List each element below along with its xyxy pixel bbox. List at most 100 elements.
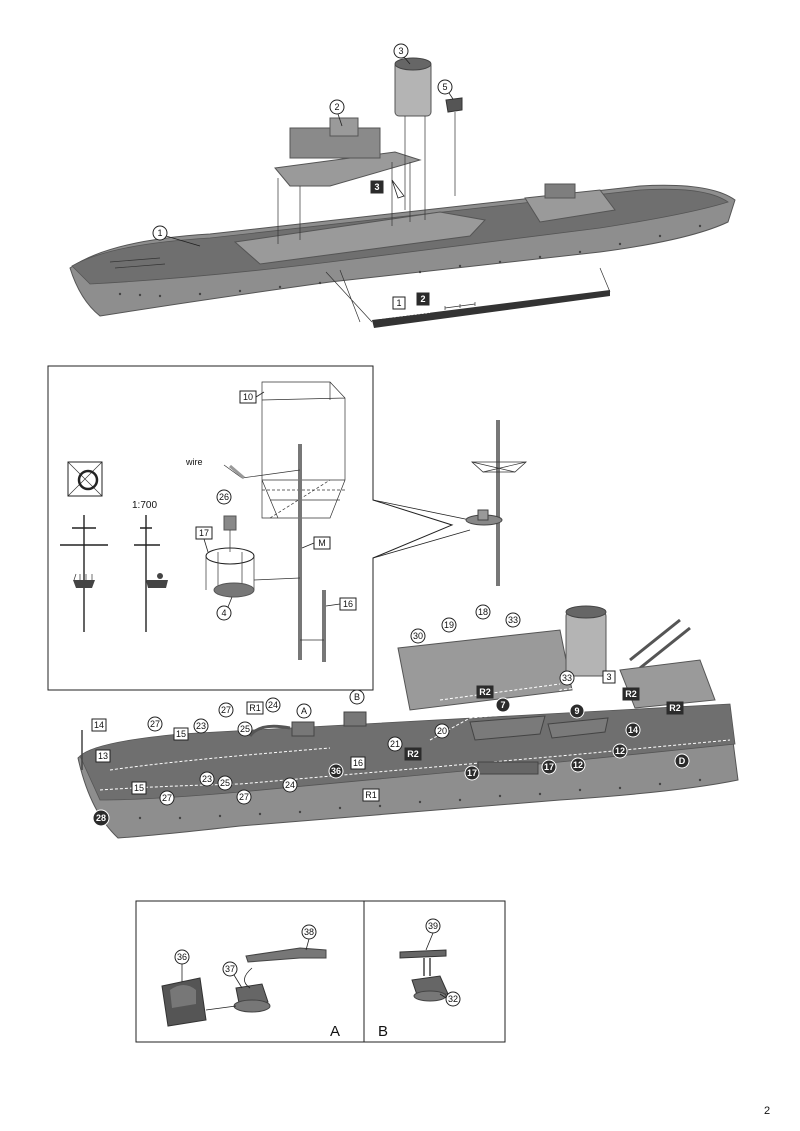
svg-text:A: A bbox=[301, 706, 307, 716]
boxlabel-step2-3: 3 bbox=[602, 670, 616, 684]
callout-detail-36: 36 bbox=[174, 949, 190, 965]
gun-barrel-38 bbox=[245, 947, 327, 963]
callout-step2-14: 14 bbox=[625, 722, 641, 738]
svg-text:25: 25 bbox=[220, 778, 230, 788]
detail-box-frame bbox=[135, 900, 506, 1043]
svg-text:R2: R2 bbox=[669, 703, 681, 713]
svg-text:19: 19 bbox=[444, 620, 454, 630]
funnel-complete bbox=[565, 611, 607, 677]
photoetch-strip bbox=[372, 290, 610, 328]
boxlabel-step2-15b: 15 bbox=[131, 781, 147, 795]
callout-step2-7: 7 bbox=[495, 697, 511, 713]
callout-step2-33b: 33 bbox=[559, 670, 575, 686]
svg-text:16: 16 bbox=[353, 758, 363, 768]
flag-part bbox=[391, 179, 405, 199]
inset-pointer-line bbox=[372, 499, 471, 559]
callout-step1-5: 5 bbox=[437, 79, 453, 95]
scale-label: 1:700 bbox=[132, 500, 157, 511]
callout-step1-1: 1 bbox=[152, 225, 168, 241]
svg-text:33: 33 bbox=[508, 615, 518, 625]
callout-step2-25a: 25 bbox=[237, 721, 253, 737]
gun-barrel-39 bbox=[399, 949, 447, 959]
bow-fittings bbox=[109, 257, 166, 269]
boxlabel-step2-R2d: R2 bbox=[666, 701, 684, 715]
mast-front-view bbox=[60, 515, 108, 632]
boxlabel-step2-15a: 15 bbox=[173, 727, 189, 741]
callout-step2-17b: 17 bbox=[541, 759, 557, 775]
svg-text:27: 27 bbox=[150, 719, 160, 729]
callout-step2-9: 9 bbox=[569, 703, 585, 719]
svg-text:14: 14 bbox=[94, 720, 104, 730]
bridge-cabin bbox=[329, 117, 359, 137]
svg-text:R2: R2 bbox=[479, 687, 491, 697]
mast-top-view bbox=[67, 461, 103, 497]
deck-edge-line bbox=[109, 747, 331, 771]
boat-7 bbox=[469, 715, 546, 741]
callout-step2-23b: 23 bbox=[199, 771, 215, 787]
svg-text:R2: R2 bbox=[625, 689, 637, 699]
callout-step2-12a: 12 bbox=[570, 757, 586, 773]
svg-text:D: D bbox=[679, 756, 686, 766]
callout-detail-37: 37 bbox=[222, 961, 238, 977]
callout-step2-24b: 24 bbox=[282, 777, 298, 793]
svg-text:24: 24 bbox=[285, 780, 295, 790]
step1-assembly: 1 2 3 5 1 2 3 bbox=[69, 43, 736, 328]
svg-text:12: 12 bbox=[615, 746, 625, 756]
wire-piece bbox=[229, 464, 245, 480]
boxlabel-step2-14: 14 bbox=[91, 718, 107, 732]
callout-inset-4: 4 bbox=[216, 605, 232, 621]
step2-assembly: 30 19 18 33 33 B A 24 24 27 27 27 27 23 … bbox=[77, 420, 739, 839]
callout-detail-32: 32 bbox=[445, 991, 461, 1007]
portholes-row bbox=[118, 224, 702, 298]
boxlabel-step2-R2c: R2 bbox=[622, 687, 640, 701]
svg-text:2: 2 bbox=[334, 102, 339, 112]
svg-text:2: 2 bbox=[420, 294, 425, 304]
svg-text:3: 3 bbox=[398, 46, 403, 56]
svg-text:12: 12 bbox=[573, 760, 583, 770]
svg-text:20: 20 bbox=[437, 726, 447, 736]
svg-text:13: 13 bbox=[98, 751, 108, 761]
detail-b-letter: B bbox=[378, 1023, 388, 1040]
callout-step1-2: 2 bbox=[329, 99, 345, 115]
svg-text:R1: R1 bbox=[365, 790, 377, 800]
part-26 bbox=[223, 515, 237, 531]
assembled-mast bbox=[465, 420, 528, 586]
callout-step2-33a: 33 bbox=[505, 612, 521, 628]
mast-exploded: wire bbox=[185, 381, 346, 662]
svg-text:23: 23 bbox=[196, 721, 206, 731]
svg-text:1: 1 bbox=[157, 228, 162, 238]
svg-text:38: 38 bbox=[304, 927, 314, 937]
wire-lead bbox=[223, 464, 301, 479]
boxlabel-step1-2: 2 bbox=[416, 292, 430, 306]
svg-text:36: 36 bbox=[331, 766, 341, 776]
callout-step2-23a: 23 bbox=[193, 718, 209, 734]
funnel-top bbox=[394, 57, 432, 71]
svg-text:36: 36 bbox=[177, 952, 187, 962]
boxlabel-step1-3: 3 bbox=[370, 180, 384, 194]
svg-text:37: 37 bbox=[225, 964, 235, 974]
crane-arm bbox=[629, 618, 691, 670]
svg-text:5: 5 bbox=[442, 82, 447, 92]
boxlabel-step2-R2b: R2 bbox=[404, 747, 422, 761]
inset-border bbox=[47, 365, 454, 691]
svg-text:23: 23 bbox=[202, 774, 212, 784]
callout-step2-36: 36 bbox=[328, 763, 344, 779]
svg-text:3: 3 bbox=[606, 672, 611, 682]
boxlabel-step2-R2a: R2 bbox=[476, 685, 494, 699]
boxlabel-inset-17: 17 bbox=[195, 526, 213, 540]
callout-step2-17a: 17 bbox=[464, 765, 480, 781]
callout-step2-A: A bbox=[296, 703, 312, 719]
boxlabel-inset-16: 16 bbox=[339, 597, 357, 611]
guide-lines bbox=[277, 112, 611, 323]
hull-portholes bbox=[138, 778, 702, 820]
yard-frame-10 bbox=[261, 381, 346, 519]
gun-A bbox=[291, 721, 315, 737]
callout-step2-27d: 27 bbox=[236, 789, 252, 805]
part-5-fitting bbox=[445, 97, 463, 113]
mast-side-view bbox=[134, 515, 168, 632]
callout-step2-19: 19 bbox=[441, 617, 457, 633]
svg-text:17: 17 bbox=[199, 528, 209, 538]
callout-step2-12b: 12 bbox=[612, 743, 628, 759]
svg-text:16: 16 bbox=[343, 599, 353, 609]
photoetch-ladder bbox=[379, 311, 431, 319]
